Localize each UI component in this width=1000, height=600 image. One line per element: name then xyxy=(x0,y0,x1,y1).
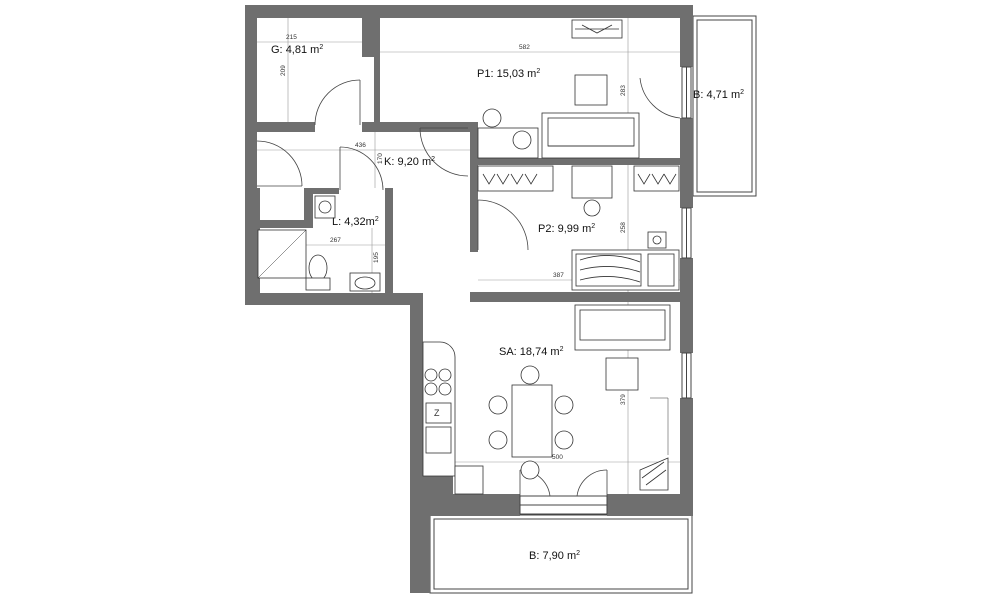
room-label-b-bottom: B: 7,90 m2 xyxy=(529,550,580,562)
furniture xyxy=(257,19,680,495)
dim-p2-width: 387 xyxy=(553,272,564,279)
windows-right xyxy=(681,66,692,399)
dim-k-height: 170 xyxy=(377,153,384,164)
sa-armchair xyxy=(605,357,639,391)
room-label-p1: P1: 15,03 m2 xyxy=(477,68,540,80)
room-labels: G: 4,81 m2 P1: 15,03 m2 B: 4,71 m2 K: 9,… xyxy=(271,44,744,562)
p1-table xyxy=(574,74,608,106)
dim-sa-height: 379 xyxy=(620,394,627,405)
fridge-label: Z xyxy=(434,408,440,418)
p1-chair-2 xyxy=(512,130,532,150)
room-label-sa: SA: 18,74 m2 xyxy=(499,346,564,358)
dim-sa-width: 500 xyxy=(552,454,563,461)
kitchen-cabinet xyxy=(454,465,484,495)
dim-l-height: 195 xyxy=(373,252,380,263)
fridge xyxy=(425,402,452,424)
sa-tv xyxy=(639,457,669,491)
dim-g-width: 215 xyxy=(286,34,297,41)
dim-p1-width: 582 xyxy=(519,44,530,51)
p2-desk xyxy=(571,165,613,199)
p2-wardrobe-right xyxy=(633,165,680,192)
stove-burner-2 xyxy=(438,368,452,382)
p2-chair xyxy=(583,199,601,217)
balcony-right xyxy=(692,15,757,197)
kitchen-sink xyxy=(425,426,452,454)
room-label-k: K: 9,20 m2 xyxy=(384,156,435,168)
sa-chair-4 xyxy=(554,395,574,415)
p2-wardrobe-left xyxy=(477,165,554,192)
dim-k-width: 436 xyxy=(355,142,366,149)
toilet xyxy=(308,254,328,282)
dimension-labels: 215 209 582 283 436 170 267 195 387 258 … xyxy=(280,34,627,461)
room-label-g: G: 4,81 m2 xyxy=(271,44,323,56)
room-label-l: L: 4,32m2 xyxy=(332,216,379,228)
walls xyxy=(245,5,693,593)
sa-dining-table xyxy=(511,384,553,458)
sa-chair-1 xyxy=(520,365,540,385)
doors xyxy=(256,77,681,497)
room-label-b-right: B: 4,71 m2 xyxy=(693,89,744,101)
windows-bottom xyxy=(519,495,608,515)
stove-burner-1 xyxy=(424,368,438,382)
sa-chair-6 xyxy=(520,460,540,480)
p1-chair-1 xyxy=(482,108,502,128)
dim-g-height: 209 xyxy=(280,65,287,76)
sa-chair-5 xyxy=(554,430,574,450)
sa-chair-3 xyxy=(488,430,508,450)
dim-p2-height: 258 xyxy=(620,222,627,233)
room-label-p2: P2: 9,99 m2 xyxy=(538,223,595,235)
dim-p1-height: 283 xyxy=(620,85,627,96)
dim-l-width: 267 xyxy=(330,237,341,244)
stove-burner-3 xyxy=(424,382,438,396)
sa-chair-2 xyxy=(488,395,508,415)
stove-burner-4 xyxy=(438,382,452,396)
